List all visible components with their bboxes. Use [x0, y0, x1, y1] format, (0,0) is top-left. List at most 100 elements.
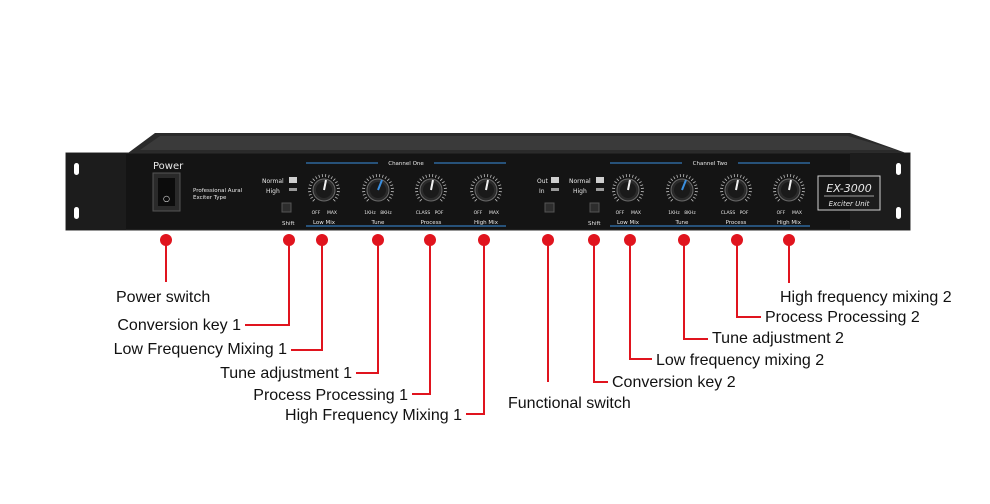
knob-name-label: Low Mix — [617, 220, 640, 226]
power-label: Power — [153, 161, 184, 172]
knob-tick — [310, 196, 314, 199]
channel-one-label: Channel One — [388, 161, 424, 167]
knob-tick — [415, 193, 419, 196]
knob-tick — [492, 176, 495, 180]
knob-max-label: POF — [435, 210, 444, 216]
ch1-normal-led — [289, 177, 297, 183]
knob-tick — [474, 198, 478, 202]
knob-tick — [799, 196, 803, 199]
knob-tick — [616, 178, 620, 182]
rack-top-highlight — [140, 136, 896, 150]
knob-tick — [640, 184, 644, 187]
knob-min-label: OFF — [616, 210, 625, 216]
functional-switch-button[interactable] — [544, 202, 555, 213]
knob-max-label: MAX — [489, 210, 499, 216]
knob-tick — [441, 196, 445, 199]
knob-tick — [612, 193, 616, 196]
knob-min-label: OFF — [474, 210, 483, 216]
callout-label: Conversion key 1 — [117, 317, 241, 334]
knob-tick — [419, 178, 423, 182]
ch2-low-mix-knob[interactable]: OFF MAX Low Mix — [612, 174, 644, 226]
callout-leader — [291, 240, 323, 351]
knob-tick — [443, 193, 447, 196]
knob-tick — [612, 184, 616, 187]
knob-tick — [364, 181, 368, 184]
ch1-shift-label: Shift — [282, 221, 295, 227]
knob-tick — [688, 176, 691, 180]
knob-tick — [366, 198, 370, 202]
rack-unit: Power ○ Professional Aural Exciter Type … — [65, 133, 911, 231]
knob-tick — [742, 176, 745, 180]
ch1-high-led — [289, 188, 297, 191]
knob-tick — [330, 176, 333, 180]
knob-tick — [638, 181, 642, 184]
knob-tick — [722, 196, 726, 199]
knob-tick — [366, 178, 370, 182]
model-badge — [817, 175, 881, 211]
knob-tick — [722, 181, 726, 184]
knob-tick — [474, 178, 478, 182]
knob-tick — [773, 193, 777, 196]
ch2-shift-button[interactable] — [589, 202, 600, 213]
knob-tick — [666, 193, 670, 196]
knob-tick — [315, 176, 318, 180]
knob-tick — [638, 196, 642, 199]
knob-name-label: Tune — [675, 220, 689, 226]
knob-tick — [439, 198, 443, 202]
brand-line-2: Exciter Type — [193, 195, 227, 201]
callout-label: Tune adjustment 1 — [220, 365, 352, 382]
knob-tick — [332, 198, 336, 202]
knob-tick — [425, 174, 428, 178]
power-rocker[interactable] — [158, 178, 175, 206]
ch2-shift-label: Shift — [588, 221, 601, 227]
knob-max-label: MAX — [631, 210, 641, 216]
knob-min-label: 1KHz — [668, 210, 680, 216]
knob-tick — [312, 178, 316, 182]
knob-tick — [332, 178, 336, 182]
callout-high-frequency-mixing-1: High Frequency Mixing 1 — [285, 234, 490, 424]
power-rocker-mark: ○ — [163, 194, 170, 203]
knob-tick — [801, 193, 805, 196]
knob-tick — [631, 174, 634, 178]
knob-tick — [439, 178, 443, 182]
knob-tick — [614, 196, 618, 199]
ch1-high-label: High — [266, 188, 280, 195]
brand-line-1: Professional Aural — [193, 188, 243, 194]
callout-label: Low frequency mixing 2 — [656, 352, 824, 369]
knob-tick — [498, 184, 502, 187]
knob-tick — [388, 181, 392, 184]
ch2-high-led — [596, 188, 604, 191]
knob-tick — [386, 178, 390, 182]
knob-tick — [799, 181, 803, 184]
knob-tick — [739, 174, 742, 178]
knob-tick — [668, 181, 672, 184]
knob-tick — [780, 176, 783, 180]
knob-tick — [362, 184, 366, 187]
knob-tick — [441, 181, 445, 184]
knob-tick — [308, 184, 312, 187]
knob-name-label: Low Mix — [313, 220, 336, 226]
knob-pointer — [377, 179, 383, 191]
knob-tick — [783, 174, 786, 178]
callout-leader — [356, 240, 379, 374]
knob-tick — [777, 198, 781, 202]
callout-label: Low Frequency Mixing 1 — [114, 341, 288, 358]
channel-two-label: Channel Two — [693, 161, 728, 167]
knob-tick — [797, 198, 801, 202]
knob-tick — [384, 176, 387, 180]
callout-low-frequency-mixing-1: Low Frequency Mixing 1 — [114, 234, 328, 358]
ch1-shift-button[interactable] — [281, 202, 292, 213]
callout-leader — [593, 240, 608, 383]
knob-tick — [727, 176, 730, 180]
in-label: In — [539, 188, 545, 195]
knob-max-label: MAX — [327, 210, 337, 216]
